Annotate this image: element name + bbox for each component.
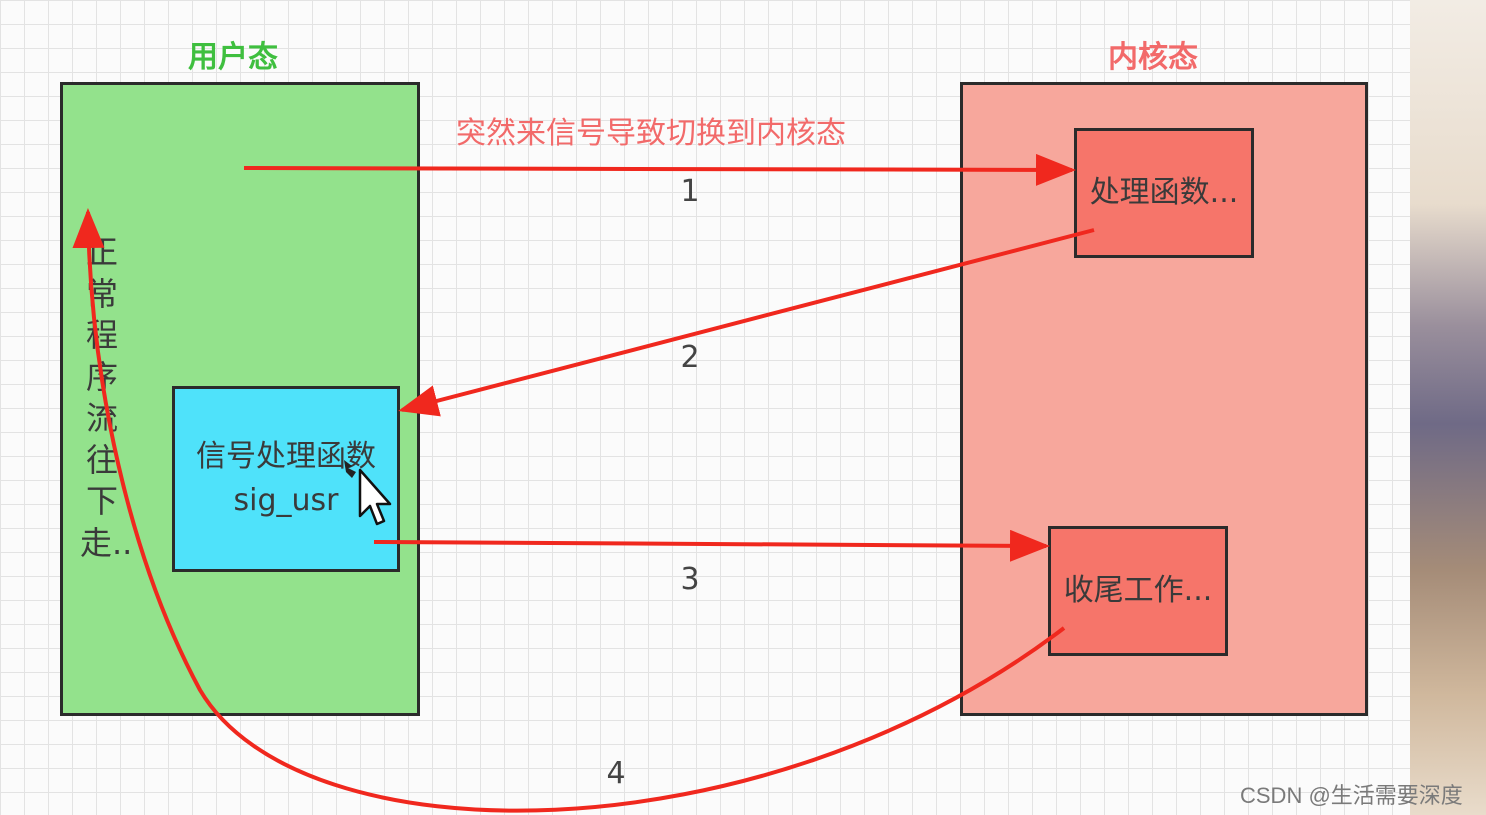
arrow-2-to-signal-handler xyxy=(398,228,1095,417)
kernel-finish-text: 收尾工作... xyxy=(1063,573,1213,608)
step-3-label: 3 xyxy=(680,562,700,597)
step-2-label: 2 xyxy=(680,340,700,375)
kernel-handler-text: 处理函数... xyxy=(1089,175,1239,210)
normal-flow-text: 正常程序流往下走.. xyxy=(80,233,133,562)
user-mode-label: 用户态 xyxy=(188,40,278,75)
arrow-1-to-kernel-handler xyxy=(243,153,1076,186)
kernel-finish-box: 收尾工作... xyxy=(1048,526,1228,656)
arrow-3-to-finish xyxy=(373,529,1050,562)
step-1-label: 1 xyxy=(680,174,700,209)
watermark: CSDN @生活需要深度 xyxy=(1240,783,1463,808)
side-photo-strip xyxy=(1410,0,1486,815)
arrow-4-back-to-user xyxy=(72,208,1066,813)
kernel-handler-box: 处理函数... xyxy=(1074,128,1254,258)
mouse-cursor-icon xyxy=(344,460,392,526)
step-4-label: 4 xyxy=(606,756,626,791)
kernel-mode-label: 内核态 xyxy=(1108,40,1198,75)
transition-label: 突然来信号导致切换到内核态 xyxy=(456,116,846,151)
